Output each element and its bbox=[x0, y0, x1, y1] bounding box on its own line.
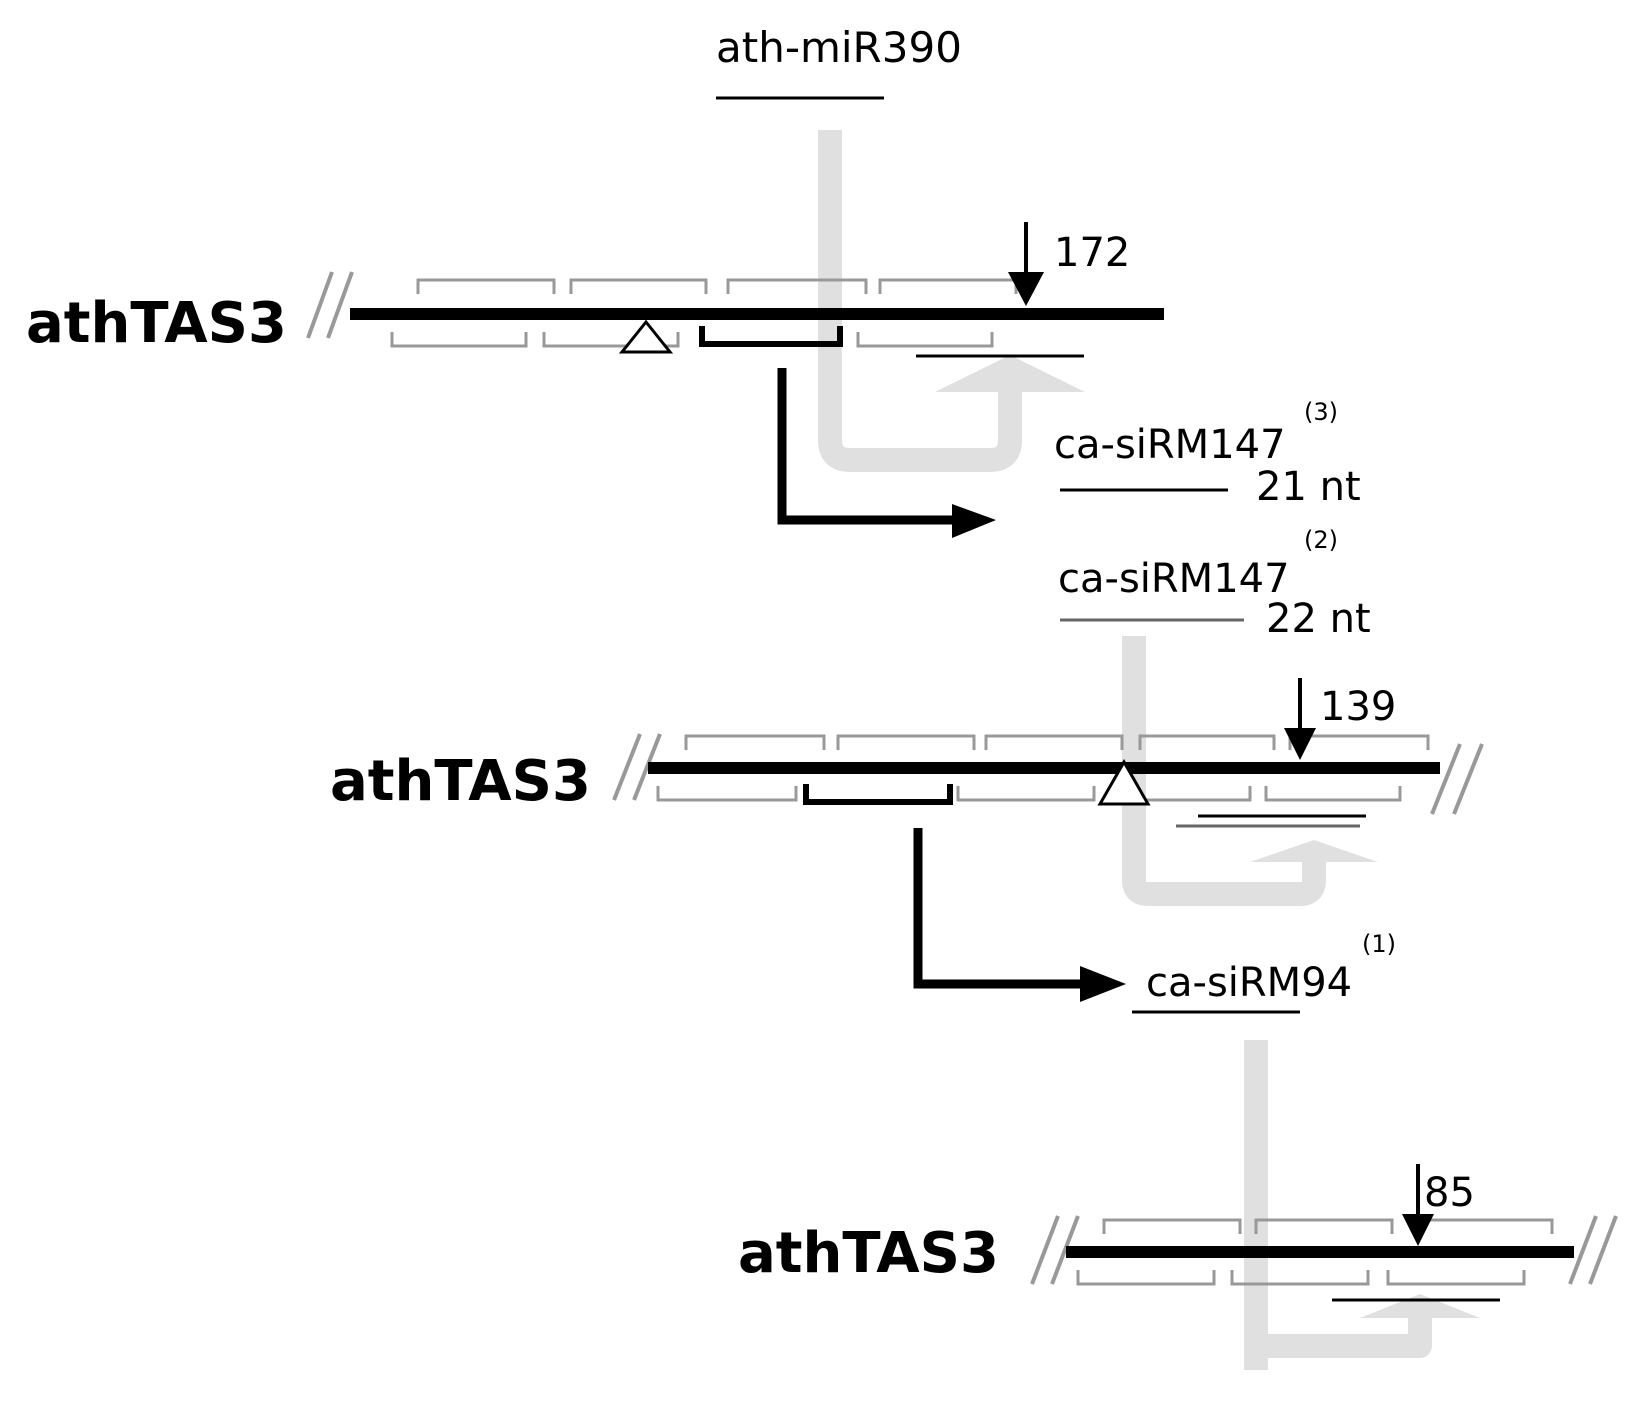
phase-bracket-upper bbox=[1102, 1218, 1242, 1234]
sirna-superscript: (2) bbox=[1304, 526, 1338, 554]
phase-bracket-lower bbox=[1230, 1270, 1370, 1286]
sirna-1: ca-siRM94 (1) bbox=[1132, 930, 1396, 1014]
phase-bracket-lower bbox=[856, 332, 994, 348]
phase-bracket-upper bbox=[1288, 734, 1430, 750]
break-mark-left bbox=[326, 271, 354, 339]
sirna-2: ca-siRM147 (2) 22 nt bbox=[1058, 526, 1371, 642]
cleavage-arrow-head bbox=[1008, 272, 1044, 306]
cleavage-position-top: 172 bbox=[1054, 230, 1130, 276]
phase-bracket-lower bbox=[1264, 786, 1402, 802]
cleavage-triangle bbox=[1097, 758, 1151, 806]
phase-bracket-upper bbox=[984, 734, 1124, 750]
phase-bracket-upper bbox=[416, 278, 556, 294]
break-mark-right bbox=[1452, 743, 1484, 815]
break-mark-left bbox=[1030, 1215, 1060, 1285]
cleavage-arrow-head bbox=[1284, 728, 1316, 760]
cleavage-position-middle: 139 bbox=[1320, 684, 1396, 730]
production-arrow-head bbox=[952, 504, 996, 538]
panel-middle: athTAS3 139 bbox=[330, 678, 1484, 1002]
production-arrow-head bbox=[1080, 966, 1126, 1002]
phase-bracket-upper bbox=[1254, 1218, 1394, 1234]
production-arrow-middle bbox=[913, 828, 1086, 989]
phase-bracket-upper bbox=[836, 734, 976, 750]
sirna-3: ca-siRM147 (3) 21 nt bbox=[1054, 398, 1361, 510]
gray-flow-arrow-middle bbox=[1122, 636, 1378, 906]
cleavage-arrow-head bbox=[1402, 1214, 1434, 1246]
phase-bracket-lower bbox=[656, 786, 798, 802]
panel-bottom: athTAS3 85 bbox=[738, 1164, 1618, 1302]
mirna-binding-bracket bbox=[699, 326, 843, 347]
break-mark-right bbox=[1588, 1215, 1618, 1285]
break-mark-right bbox=[1568, 1215, 1598, 1285]
phase-bracket-lower bbox=[390, 332, 528, 348]
break-mark-left bbox=[632, 733, 662, 801]
phase-bracket-upper bbox=[726, 278, 868, 294]
phase-bracket-lower bbox=[1076, 1270, 1216, 1286]
locus-label-middle: athTAS3 bbox=[330, 749, 591, 814]
sirna-name: ca-siRM94 bbox=[1146, 960, 1352, 1006]
break-mark-left bbox=[306, 271, 334, 339]
gray-flow-arrow-bottom bbox=[1244, 1040, 1480, 1370]
break-mark-right bbox=[1430, 743, 1462, 815]
sirna-superscript: (1) bbox=[1362, 930, 1396, 958]
production-arrow-top bbox=[777, 368, 958, 525]
phase-bracket-upper bbox=[1138, 734, 1276, 750]
break-mark-left bbox=[1050, 1215, 1080, 1285]
gray-flow-arrow-top bbox=[818, 130, 1085, 472]
sirna-length: 21 nt bbox=[1256, 464, 1361, 510]
phase-bracket-upper bbox=[878, 278, 1018, 294]
cleavage-triangle bbox=[618, 319, 674, 354]
phase-bracket-lower bbox=[542, 332, 680, 348]
phase-bracket-lower bbox=[956, 786, 1096, 802]
phase-bracket-upper bbox=[684, 734, 826, 750]
break-mark-left bbox=[612, 733, 642, 801]
mirna-label: ath-miR390 bbox=[716, 23, 962, 72]
phase-bracket-lower bbox=[1386, 1270, 1526, 1286]
phase-bracket-upper bbox=[569, 278, 708, 294]
mirna-binding-bracket bbox=[803, 784, 953, 805]
sirna-superscript: (3) bbox=[1304, 398, 1338, 426]
sirna-name: ca-siRM147 bbox=[1054, 422, 1286, 468]
phase-bracket-upper bbox=[1412, 1218, 1554, 1234]
sirna-name: ca-siRM147 bbox=[1058, 556, 1290, 602]
sirna-length: 22 nt bbox=[1266, 596, 1371, 642]
panel-top: athTAS3 172 bbox=[26, 222, 1164, 538]
locus-label-top: athTAS3 bbox=[26, 291, 287, 356]
locus-label-bottom: athTAS3 bbox=[738, 1221, 999, 1286]
cleavage-position-bottom: 85 bbox=[1424, 1170, 1475, 1216]
